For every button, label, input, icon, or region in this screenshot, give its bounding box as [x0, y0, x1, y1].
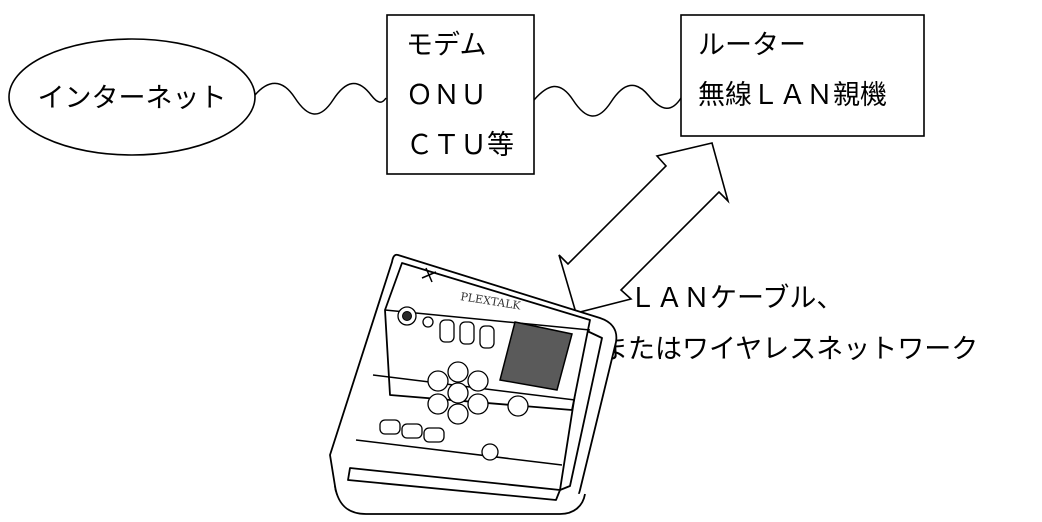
- button-upper-2[interactable]: [459, 321, 475, 345]
- device-front-frame: [347, 467, 561, 501]
- rewind-button[interactable]: [379, 419, 401, 435]
- modem-node: モデム ＯＮＵ ＣＴＵ等: [386, 14, 535, 175]
- router-box: [680, 14, 925, 137]
- modem-line-2: ＯＮＵ: [406, 80, 487, 111]
- nav-button-4[interactable]: [427, 393, 449, 415]
- eject-button[interactable]: [481, 443, 499, 461]
- plextalk-device: PLEXTALK: [329, 253, 618, 515]
- speaker-grille-panel: [499, 321, 573, 391]
- speaker-grille: [499, 321, 573, 391]
- router-node: ルーター 無線ＬＡＮ親機: [680, 14, 925, 137]
- nav-button-7[interactable]: [447, 403, 469, 425]
- power-icon: [402, 311, 412, 321]
- forward-button[interactable]: [423, 427, 445, 443]
- router-line-1: ルーター: [698, 30, 806, 61]
- nav-button-1[interactable]: [427, 370, 449, 392]
- internet-label: インターネット: [38, 83, 227, 114]
- nav-button-2[interactable]: [447, 361, 469, 383]
- button-upper-3[interactable]: [479, 325, 495, 349]
- modem-box: [386, 14, 535, 175]
- small-button[interactable]: [422, 316, 434, 328]
- button-upper-1[interactable]: [439, 319, 455, 343]
- wire-modem-router: [533, 84, 682, 117]
- device-divider-1: [384, 309, 591, 331]
- connection-label-1: ＬＡＮケーブル、: [629, 283, 843, 314]
- internet-ellipse: [8, 38, 256, 156]
- nav-button-5[interactable]: [447, 382, 469, 404]
- device-side: [559, 329, 603, 491]
- nav-button-6[interactable]: [467, 393, 489, 415]
- modem-line-1: モデム: [406, 30, 486, 61]
- navigation-pad: [427, 361, 489, 425]
- modem-line-3: ＣＴＵ等: [406, 130, 514, 161]
- device-divider-3: [355, 439, 563, 466]
- internet-node: インターネット: [8, 38, 256, 156]
- connection-label-2: またはワイヤレスネットワーク: [601, 334, 978, 365]
- device-plus-mark: [421, 267, 437, 283]
- right-round-button[interactable]: [507, 395, 529, 417]
- nav-button-3[interactable]: [467, 370, 489, 392]
- router-line-2: 無線ＬＡＮ親機: [698, 80, 887, 111]
- play-stop-button[interactable]: [401, 423, 423, 439]
- wire-internet-modem: [254, 82, 387, 115]
